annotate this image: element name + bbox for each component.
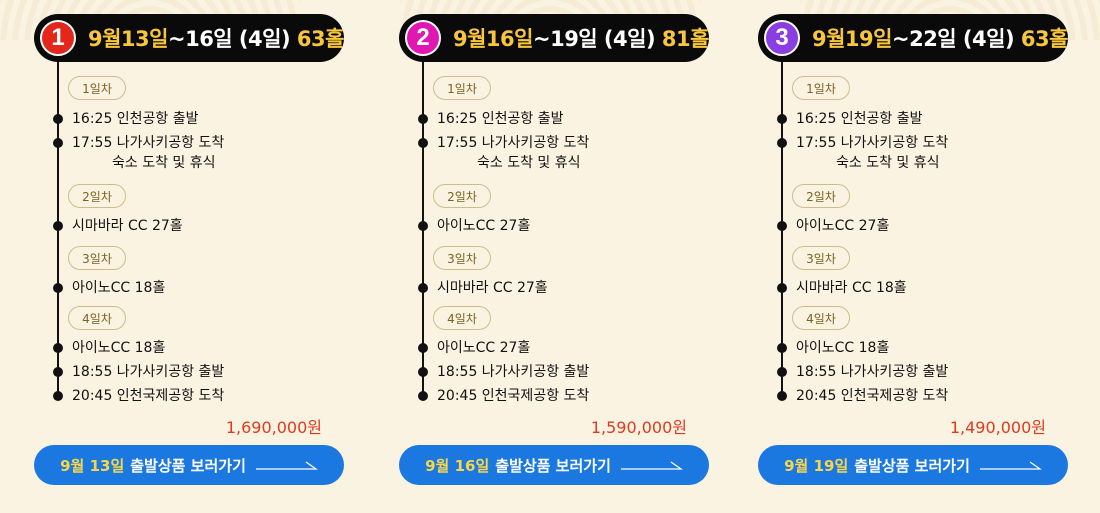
option-number-badge: 1 (40, 20, 76, 56)
timeline-dot (777, 367, 787, 377)
timeline-dot (777, 391, 787, 401)
schedule-item: 16:25 인천공항 출발 (72, 111, 199, 127)
option-header: 1 9월13일~16일 (4일) 63홀 (34, 14, 344, 62)
day-badge-4: 4일차 (792, 306, 850, 330)
day-badge-2: 2일차 (433, 184, 491, 208)
timeline-dot (777, 138, 787, 148)
timeline-dot (418, 343, 428, 353)
schedule-item: 20:45 인천국제공항 도착 (796, 388, 949, 404)
timeline-dot (53, 138, 63, 148)
day-badge-3: 3일차 (68, 246, 126, 270)
timeline-dot (418, 367, 428, 377)
schedule-item: 아이노CC 27홀 (796, 218, 890, 234)
price: 1,690,000원 (225, 418, 322, 437)
arrow-right-icon (620, 461, 683, 470)
cta-date: 9월 16일 (425, 456, 490, 475)
option-header: 3 9월19일~22일 (4일) 63홀 (758, 14, 1068, 62)
timeline-dot (418, 391, 428, 401)
option-title: 9월19일~22일 (4일) 63홀 (812, 23, 1068, 53)
day-badge-3: 3일차 (433, 246, 491, 270)
timeline-dot (53, 367, 63, 377)
arrow-right-icon (255, 461, 318, 470)
timeline-dot (418, 221, 428, 231)
option-number-badge: 3 (764, 20, 800, 56)
tour-option-2: 2 9월16일~19일 (4일) 81홀 1일차 16:25 인천공항 출발 1… (399, 14, 709, 504)
cta-label: 출발상품 보러가기 (130, 456, 246, 475)
schedule-item: 18:55 나가사키공항 출발 (796, 364, 949, 380)
cta-date: 9월 13일 (60, 456, 125, 475)
schedule-item: 아이노CC 18홀 (796, 340, 890, 356)
day-badge-1: 1일차 (433, 76, 491, 100)
schedule-item: 18:55 나가사키공항 출발 (72, 364, 225, 380)
schedule-item: 시마바라 CC 27홀 (437, 280, 548, 296)
schedule-item: 16:25 인천공항 출발 (796, 111, 923, 127)
schedule-item: 17:55 나가사키공항 도착 (796, 135, 949, 151)
timeline-dot (777, 283, 787, 293)
header-start-date: 9월19일 (812, 27, 892, 51)
schedule-item: 시마바라 CC 27홀 (72, 218, 183, 234)
schedule-item: 아이노CC 27홀 (437, 218, 531, 234)
schedule-item: 20:45 인천국제공항 도착 (72, 388, 225, 404)
day-badge-1: 1일차 (792, 76, 850, 100)
timeline-dot (418, 114, 428, 124)
schedule-item: 숙소 도착 및 휴식 (477, 155, 581, 171)
schedule-item: 숙소 도착 및 휴식 (112, 155, 216, 171)
tour-option-3: 3 9월19일~22일 (4일) 63홀 1일차 16:25 인천공항 출발 1… (758, 14, 1068, 504)
day-badge-4: 4일차 (68, 306, 126, 330)
option-title: 9월13일~16일 (4일) 63홀 (88, 23, 344, 53)
header-range: ~16일 (4일) (167, 27, 291, 51)
timeline-dot (777, 114, 787, 124)
header-start-date: 9월13일 (88, 27, 168, 51)
header-holes: 81홀 (661, 27, 710, 51)
cta-date: 9월 19일 (784, 456, 849, 475)
cta-label: 출발상품 보러가기 (495, 456, 611, 475)
schedule-item: 아이노CC 18홀 (72, 340, 166, 356)
day-badge-1: 1일차 (68, 76, 126, 100)
timeline-dot (418, 283, 428, 293)
header-range: ~19일 (4일) (532, 27, 656, 51)
header-range: ~22일 (4일) (891, 27, 1015, 51)
header-holes: 63홀 (296, 27, 345, 51)
option-number-badge: 2 (405, 20, 441, 56)
schedule-item: 17:55 나가사키공항 도착 (437, 135, 590, 151)
timeline-dot (53, 343, 63, 353)
timeline-dot (777, 343, 787, 353)
timeline-dot (777, 221, 787, 231)
timeline-dot (418, 138, 428, 148)
option-title: 9월16일~19일 (4일) 81홀 (453, 23, 709, 53)
schedule-item: 시마바라 CC 18홀 (796, 280, 907, 296)
day-badge-2: 2일차 (68, 184, 126, 208)
schedule-item: 16:25 인천공항 출발 (437, 111, 564, 127)
price: 1,490,000원 (949, 418, 1046, 437)
header-start-date: 9월16일 (453, 27, 533, 51)
day-badge-4: 4일차 (433, 306, 491, 330)
option-header: 2 9월16일~19일 (4일) 81홀 (399, 14, 709, 62)
schedule-item: 20:45 인천국제공항 도착 (437, 388, 590, 404)
schedule-item: 숙소 도착 및 휴식 (836, 155, 940, 171)
view-product-button[interactable]: 9월 16일 출발상품 보러가기 (399, 445, 709, 485)
arrow-right-icon (979, 461, 1042, 470)
view-product-button[interactable]: 9월 19일 출발상품 보러가기 (758, 445, 1068, 485)
schedule-item: 아이노CC 18홀 (72, 280, 166, 296)
view-product-button[interactable]: 9월 13일 출발상품 보러가기 (34, 445, 344, 485)
header-holes: 63홀 (1020, 27, 1069, 51)
timeline-dot (53, 391, 63, 401)
schedule-item: 17:55 나가사키공항 도착 (72, 135, 225, 151)
schedule-item: 아이노CC 27홀 (437, 340, 531, 356)
schedule-item: 18:55 나가사키공항 출발 (437, 364, 590, 380)
tour-option-1: 1 9월13일~16일 (4일) 63홀 1일차 16:25 인천공항 출발 1… (34, 14, 344, 504)
price: 1,590,000원 (590, 418, 687, 437)
day-badge-2: 2일차 (792, 184, 850, 208)
timeline-dot (53, 221, 63, 231)
timeline-dot (53, 114, 63, 124)
day-badge-3: 3일차 (792, 246, 850, 270)
timeline-dot (53, 283, 63, 293)
cta-label: 출발상품 보러가기 (854, 456, 970, 475)
